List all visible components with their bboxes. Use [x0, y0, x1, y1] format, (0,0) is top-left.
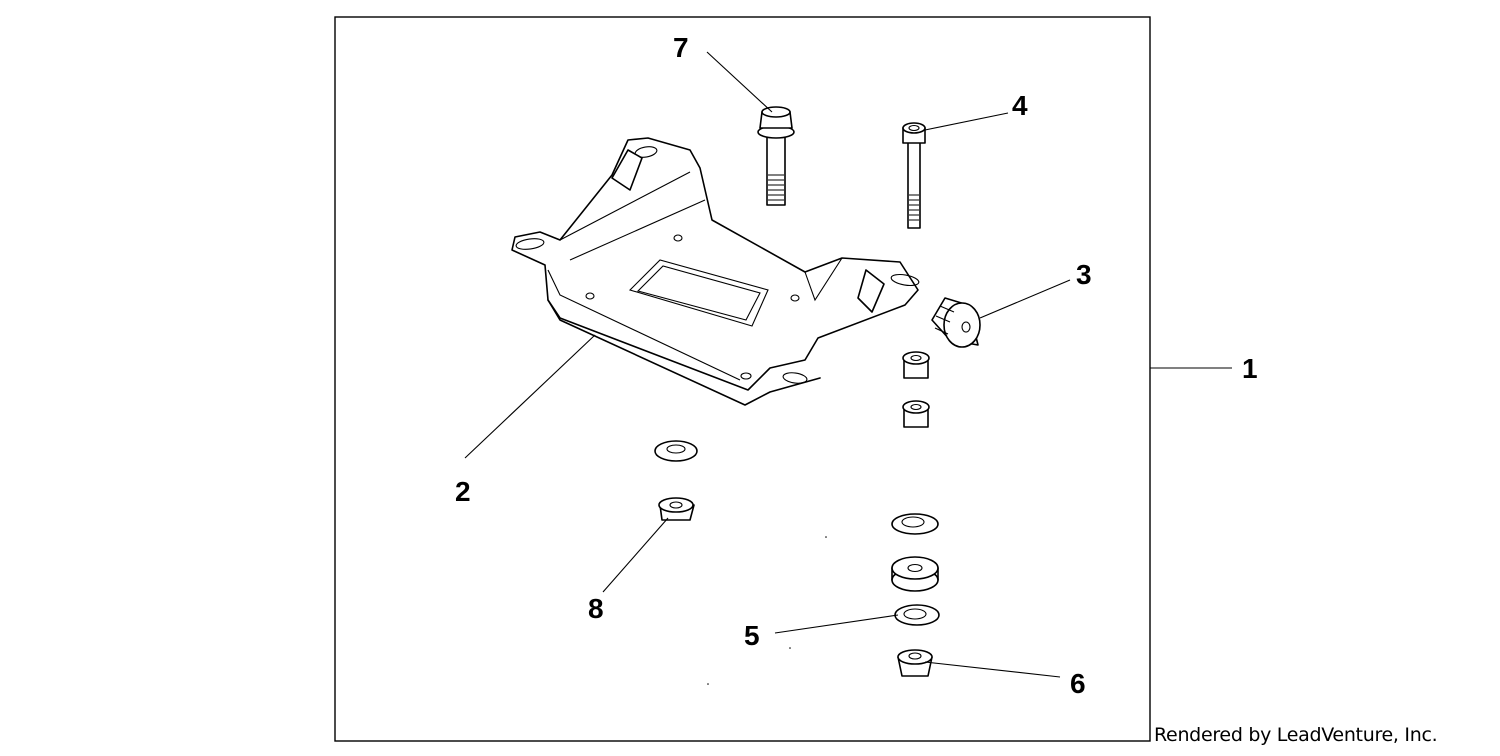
- part-bushing-lower: [902, 400, 930, 428]
- part-thick-washer: [891, 556, 939, 592]
- callout-2: 2: [455, 476, 471, 507]
- speck: [825, 536, 827, 538]
- callout-7: 7: [673, 32, 689, 63]
- part-flange-nut-6: [897, 649, 933, 677]
- part-socket-bolt-4: [902, 122, 926, 229]
- leader-line-3: [979, 279, 1071, 319]
- callout-1: 1: [1242, 353, 1258, 384]
- part-flange-nut-8: [658, 497, 695, 521]
- leader-line-6: [924, 661, 1061, 678]
- leader-line-7: [706, 51, 773, 113]
- leader-line-4: [924, 112, 1009, 131]
- callout-6: 6: [1070, 668, 1086, 699]
- callout-5: 5: [744, 620, 760, 651]
- callout-8: 8: [588, 593, 604, 624]
- leader-line-8: [602, 517, 669, 593]
- part-rubber-mount-3: [931, 297, 981, 348]
- render-credit: Rendered by LeadVenture, Inc.: [1154, 724, 1438, 746]
- speck: [789, 647, 791, 649]
- callout-4: 4: [1012, 90, 1028, 121]
- part-spring-washer-top: [891, 513, 939, 535]
- speck: [707, 683, 709, 685]
- part-bushing-upper: [902, 351, 930, 379]
- diagram-frame: [334, 16, 1151, 742]
- leader-line-2: [464, 334, 596, 459]
- callout-3: 3: [1076, 259, 1092, 290]
- part-flange-bolt-7: [757, 106, 795, 206]
- part-mounting-plate: [511, 137, 920, 406]
- part-lock-washer-5: [894, 604, 940, 626]
- part-washer-8: [654, 440, 698, 462]
- leader-line-5: [774, 614, 899, 634]
